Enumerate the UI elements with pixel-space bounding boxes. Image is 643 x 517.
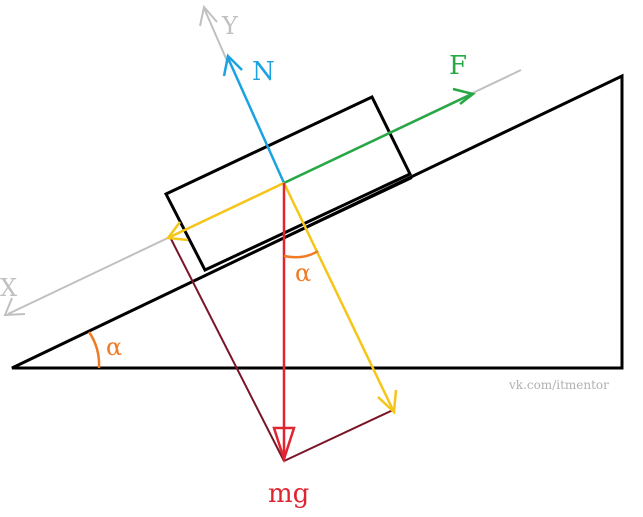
parallel-component-line [169, 181, 285, 239]
x-axis-label: X [0, 274, 17, 302]
applied-force-label: F [449, 51, 467, 81]
base-angle-label: α [106, 333, 122, 361]
y-axis-label: Y [221, 12, 239, 40]
gravity-angle-arc [283, 249, 319, 259]
watermark: vk.com/itmentor [508, 378, 609, 392]
gravity-force-arrowhead [272, 426, 296, 464]
perpendicular-component-arrowhead [377, 389, 398, 415]
parallelogram-left-side [169, 236, 285, 462]
y-axis-line [203, 7, 229, 64]
base-angle-arc [87, 331, 101, 369]
applied-force-arrowhead [452, 87, 476, 105]
parallelogram-bottom-side [283, 409, 394, 462]
parallel-component-arrowhead [165, 221, 189, 242]
normal-force-label: N [252, 57, 275, 87]
normal-force-arrowhead [222, 53, 243, 77]
block [163, 95, 413, 272]
x-axis-arrowhead [3, 297, 26, 317]
gravity-angle-label: α [295, 259, 311, 287]
normal-force-line [226, 57, 286, 184]
gravity-label: mg [268, 479, 309, 509]
perpendicular-component-line [282, 182, 395, 411]
y-axis-arrowhead [199, 4, 218, 27]
applied-force-line [283, 92, 473, 185]
block-bottom-double-line [207, 177, 413, 275]
